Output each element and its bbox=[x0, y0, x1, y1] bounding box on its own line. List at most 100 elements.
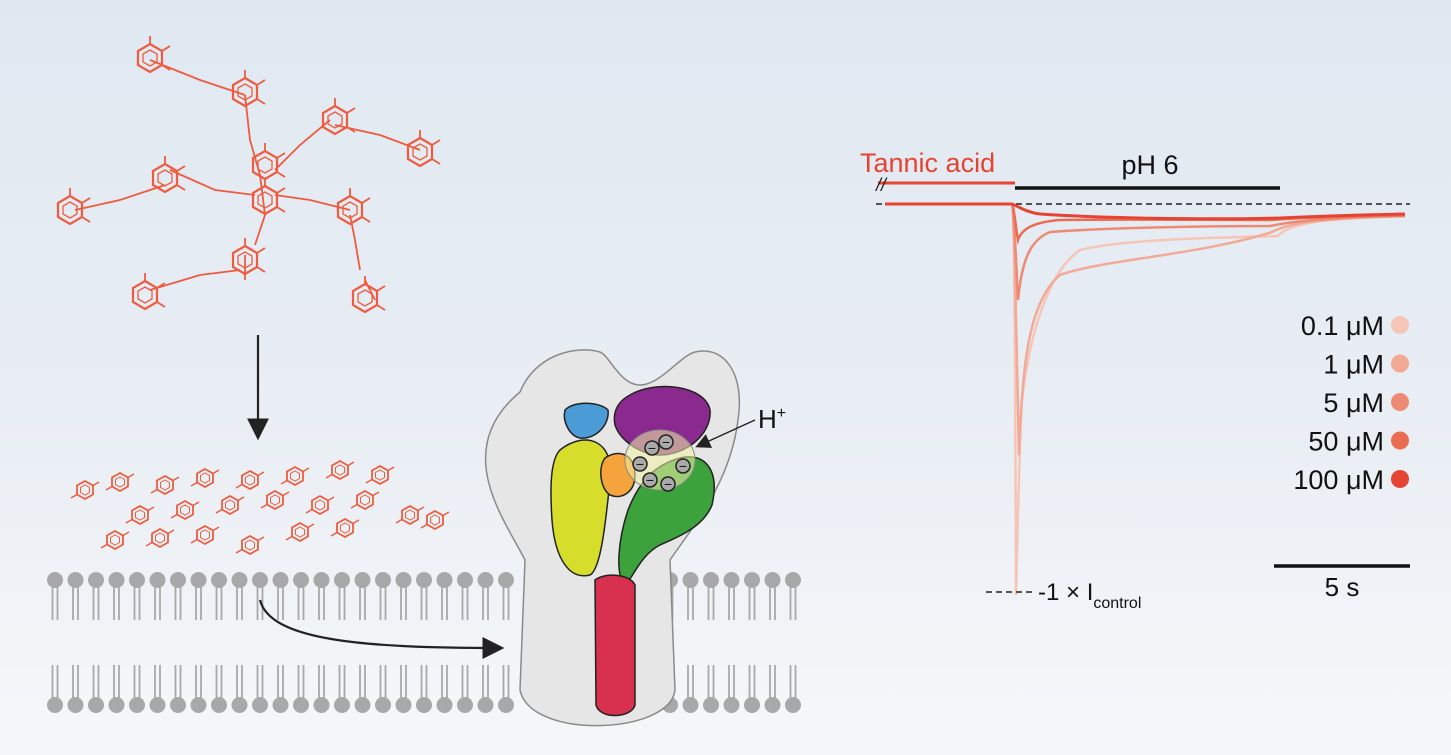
trace-50-um bbox=[885, 202, 1406, 245]
current-traces: Tannic acid // pH 6 -1 × Icontrol 5 s 0.… bbox=[860, 148, 1410, 612]
binding-pocket bbox=[624, 429, 696, 491]
charge-mark: − bbox=[636, 456, 644, 472]
lipid-bottom bbox=[148, 664, 167, 714]
lipid-bottom bbox=[251, 664, 269, 714]
legend-swatch bbox=[1391, 470, 1409, 488]
ph-label: pH 6 bbox=[1121, 150, 1178, 180]
lipid-bottom bbox=[107, 664, 126, 714]
subunit-blue bbox=[563, 402, 609, 439]
lipid-top bbox=[394, 571, 413, 621]
lipid-bottom bbox=[702, 664, 720, 714]
lipid-top bbox=[333, 571, 351, 621]
lipid-bottom bbox=[394, 664, 413, 714]
subunit-red bbox=[594, 574, 636, 717]
lipid-bottom bbox=[476, 664, 495, 714]
charge-mark: − bbox=[648, 440, 656, 456]
break-mark: // bbox=[874, 175, 888, 195]
lipid-bottom bbox=[435, 664, 454, 714]
lipid-top bbox=[476, 571, 495, 621]
lipid-bottom bbox=[722, 664, 741, 714]
lipid-top bbox=[271, 571, 290, 621]
lipid-bottom bbox=[292, 664, 310, 714]
charge-mark: − bbox=[662, 434, 670, 450]
tannic-acid-molecule bbox=[56, 34, 442, 314]
lipid-bottom bbox=[87, 664, 105, 714]
lipid-top bbox=[210, 571, 228, 621]
lipid-top bbox=[312, 571, 331, 621]
lipid-top bbox=[107, 571, 126, 621]
lipid-bottom bbox=[46, 664, 64, 714]
lipid-bottom bbox=[169, 664, 187, 714]
trace-0-1-um bbox=[885, 202, 1406, 596]
lipid-top bbox=[66, 571, 85, 621]
control-label: -1 × Icontrol bbox=[1038, 579, 1141, 612]
ion-channel: − − − − − − H+ bbox=[484, 349, 786, 727]
lipid-top bbox=[169, 571, 187, 621]
lipid-bottom bbox=[189, 664, 208, 714]
lipid-top bbox=[128, 571, 146, 621]
lipid-top bbox=[189, 571, 208, 621]
lipid-top bbox=[374, 571, 392, 621]
lipid-bottom bbox=[353, 664, 372, 714]
lipid-bottom bbox=[763, 664, 782, 714]
lipid-top bbox=[46, 571, 64, 621]
legend-swatch bbox=[1391, 316, 1409, 334]
legend-swatch bbox=[1391, 393, 1409, 411]
legend-swatch bbox=[1391, 431, 1409, 450]
lipid-top bbox=[763, 571, 782, 621]
trace-1-um bbox=[885, 202, 1406, 456]
charge-mark: − bbox=[646, 472, 654, 488]
charge-mark: − bbox=[679, 458, 687, 474]
tannic-acid-label: Tannic acid bbox=[860, 148, 995, 178]
legend-label: 0.1 μM bbox=[1301, 311, 1384, 341]
lipid-bottom bbox=[210, 664, 228, 714]
subunit-green bbox=[618, 456, 715, 586]
lipid-top bbox=[230, 571, 249, 621]
lipid-bottom bbox=[681, 664, 700, 714]
lipid-top bbox=[148, 571, 167, 621]
lipid-bottom bbox=[784, 664, 802, 714]
lipid-top bbox=[722, 571, 741, 621]
legend-label: 5 μM bbox=[1323, 388, 1384, 418]
lipid-bottom bbox=[271, 664, 290, 714]
trace-5-um bbox=[885, 202, 1406, 301]
lipid-bottom bbox=[128, 664, 146, 714]
charge-mark: − bbox=[664, 476, 672, 492]
lipid-bottom bbox=[415, 664, 433, 714]
lipid-top bbox=[702, 571, 720, 621]
scale-bar-label: 5 s bbox=[1325, 572, 1360, 602]
lipid-bottom bbox=[333, 664, 351, 714]
lipid-top bbox=[743, 571, 761, 621]
lipid-bottom bbox=[66, 664, 85, 714]
trace-100-um bbox=[885, 202, 1406, 221]
lipid-top bbox=[435, 571, 454, 621]
concentration-legend: 0.1 μM 1 μM 5 μM 50 μM 100 μM bbox=[1293, 311, 1409, 495]
lipid-top bbox=[456, 571, 474, 621]
lipid-top bbox=[784, 571, 802, 621]
lipid-top bbox=[681, 571, 700, 621]
lipid-bottom bbox=[312, 664, 331, 714]
legend-label: 100 μM bbox=[1293, 465, 1384, 495]
insertion-arrow bbox=[258, 599, 505, 659]
negative-charges: − − − − − − bbox=[632, 434, 691, 492]
lipid-bottom bbox=[230, 664, 249, 714]
proton-label: H+ bbox=[758, 404, 786, 434]
lipid-bilayer bbox=[46, 571, 802, 714]
legend-label: 50 μM bbox=[1308, 427, 1384, 457]
lipid-bottom bbox=[374, 664, 392, 714]
lipid-top bbox=[415, 571, 433, 621]
legend-swatch bbox=[1391, 354, 1409, 373]
legend-label: 1 μM bbox=[1323, 350, 1384, 380]
tannic-acid-aggregate bbox=[70, 460, 450, 555]
lipid-top bbox=[292, 571, 310, 621]
subunit-yellow bbox=[550, 439, 612, 577]
proton-arrow bbox=[695, 419, 756, 448]
lipid-top bbox=[497, 571, 515, 621]
lipid-bottom bbox=[743, 664, 761, 714]
lipid-top bbox=[353, 571, 372, 621]
lipid-bottom bbox=[497, 664, 515, 714]
lipid-bottom bbox=[456, 664, 474, 714]
lipid-top bbox=[87, 571, 105, 621]
